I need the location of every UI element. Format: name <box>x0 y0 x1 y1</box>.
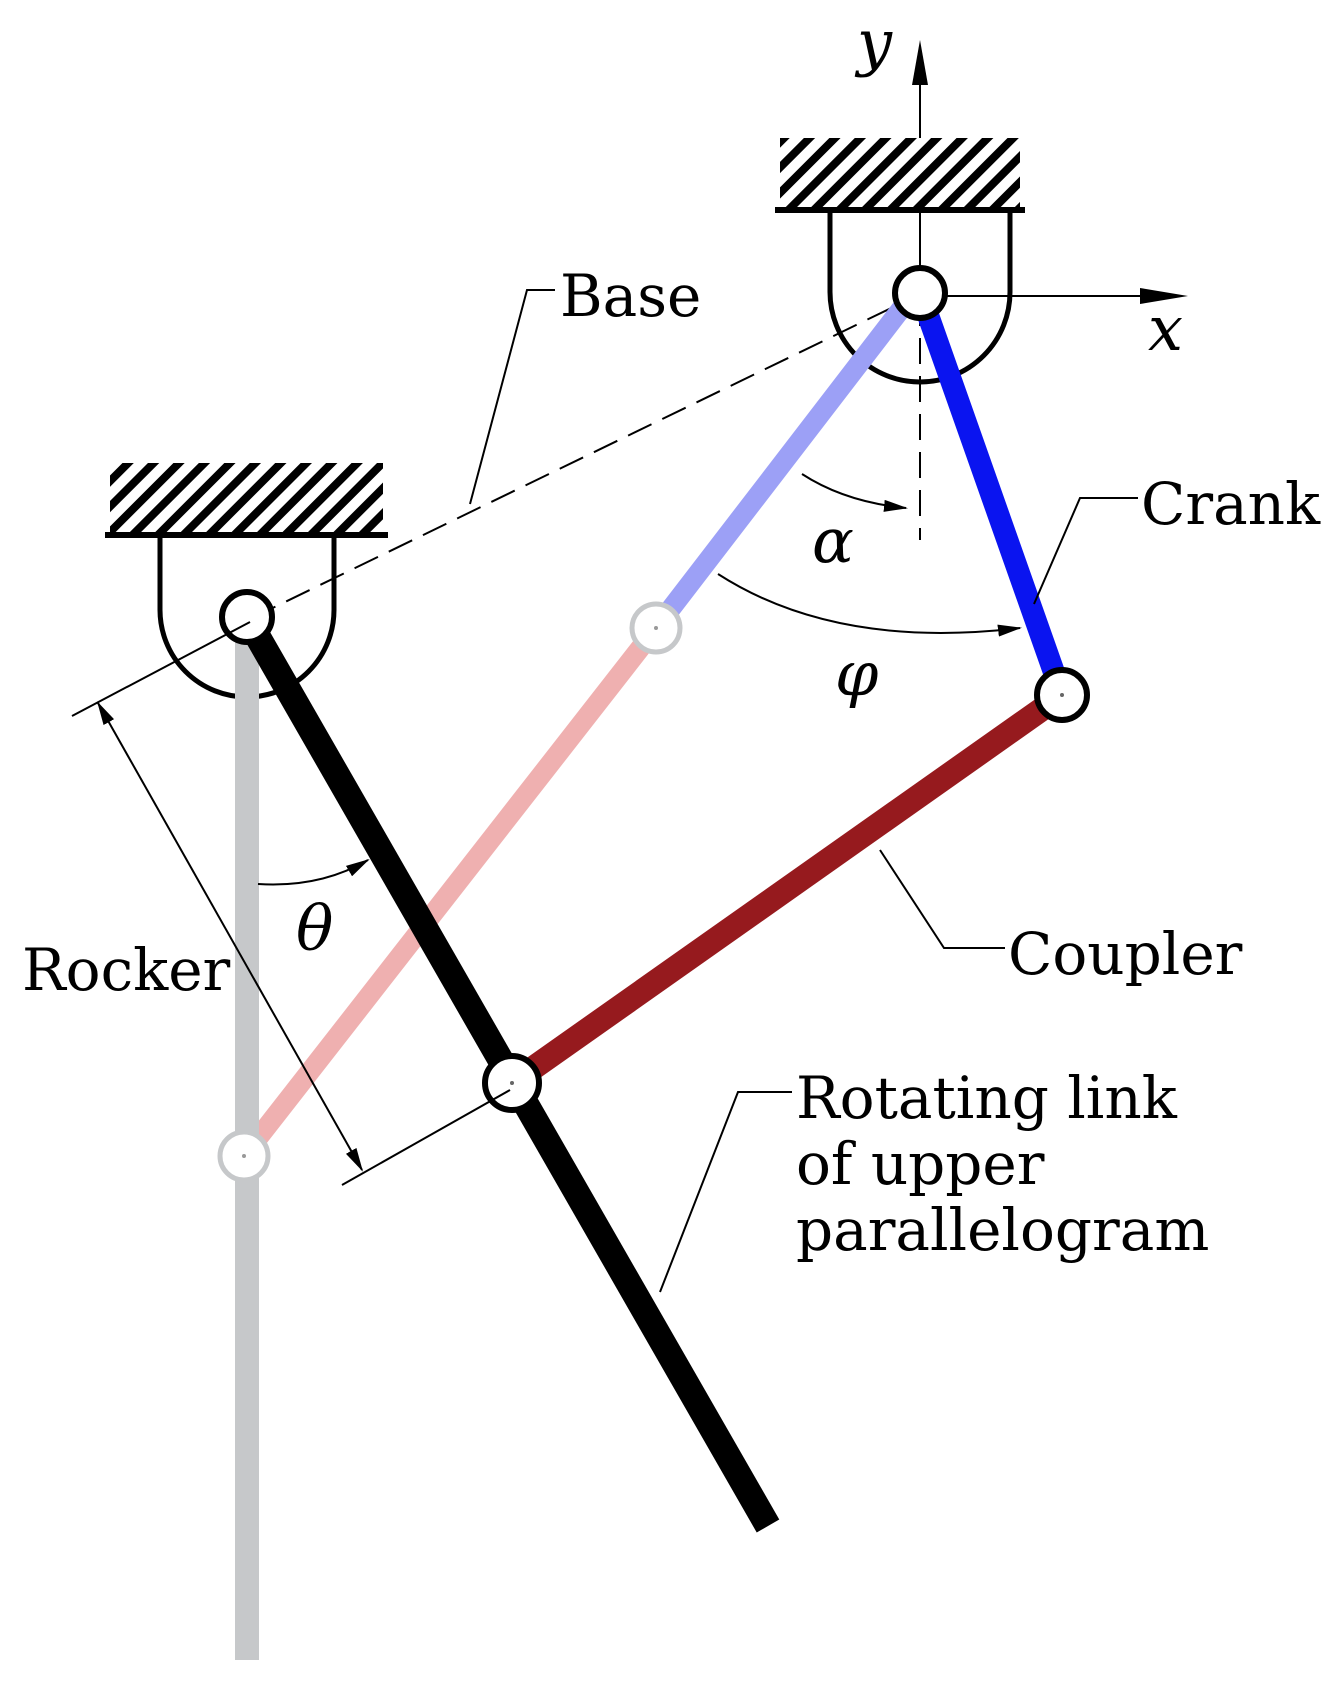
ground-hatch <box>780 138 1020 208</box>
rotating-link-label-line-2: of upper <box>796 1130 1045 1198</box>
joint-ghost-coupler-rocker <box>217 1129 271 1183</box>
rocker-label: Rocker <box>22 936 231 1004</box>
crank-leader-line <box>1033 497 1138 605</box>
y-axis-label: y <box>854 6 893 79</box>
theta-symbol: θ <box>296 892 333 965</box>
base-leader-line <box>469 289 555 505</box>
bearing-outline <box>827 210 1013 385</box>
crank-ghost-link <box>646 290 918 638</box>
coupler-label: Coupler <box>1008 920 1243 988</box>
rotating-link-label-line-1: Rotating link <box>796 1064 1178 1132</box>
base-dashed-line <box>251 294 919 619</box>
joint-coupler-rotating-link <box>482 1053 542 1113</box>
alpha-angle-arc <box>801 473 908 512</box>
extension-line-lower <box>341 1089 511 1186</box>
dimension-line <box>71 621 511 1186</box>
extension-line-upper <box>71 621 251 717</box>
joint-crank-coupler <box>1034 667 1090 723</box>
coordinate-axes: y x <box>854 6 1188 540</box>
rotating-link-leader-line <box>659 1091 792 1293</box>
ground-hatch <box>110 463 383 533</box>
ground-mount-crank-pivot <box>775 138 1025 385</box>
x-axis-arrowhead <box>1140 288 1188 304</box>
crank-label: Crank <box>1141 470 1321 538</box>
joint-rocker-ground <box>219 589 275 645</box>
x-axis-label: x <box>1148 292 1183 365</box>
joint-ghost-crank-coupler <box>629 601 683 655</box>
theta-angle-arc <box>257 858 370 886</box>
phi-symbol: φ <box>835 637 879 710</box>
dimension-arrow <box>97 701 363 1172</box>
crank-link <box>911 294 1073 699</box>
alpha-symbol: α <box>812 504 854 577</box>
coupler-leader-line <box>879 849 1005 949</box>
coupler-link <box>505 685 1069 1093</box>
rotating-link-label-line-3: parallelogram <box>796 1196 1209 1264</box>
y-axis-arrowhead <box>912 40 928 85</box>
joint-crank-ground <box>892 265 948 321</box>
phi-angle-arc <box>717 573 1022 637</box>
base-label: Base <box>560 262 701 330</box>
